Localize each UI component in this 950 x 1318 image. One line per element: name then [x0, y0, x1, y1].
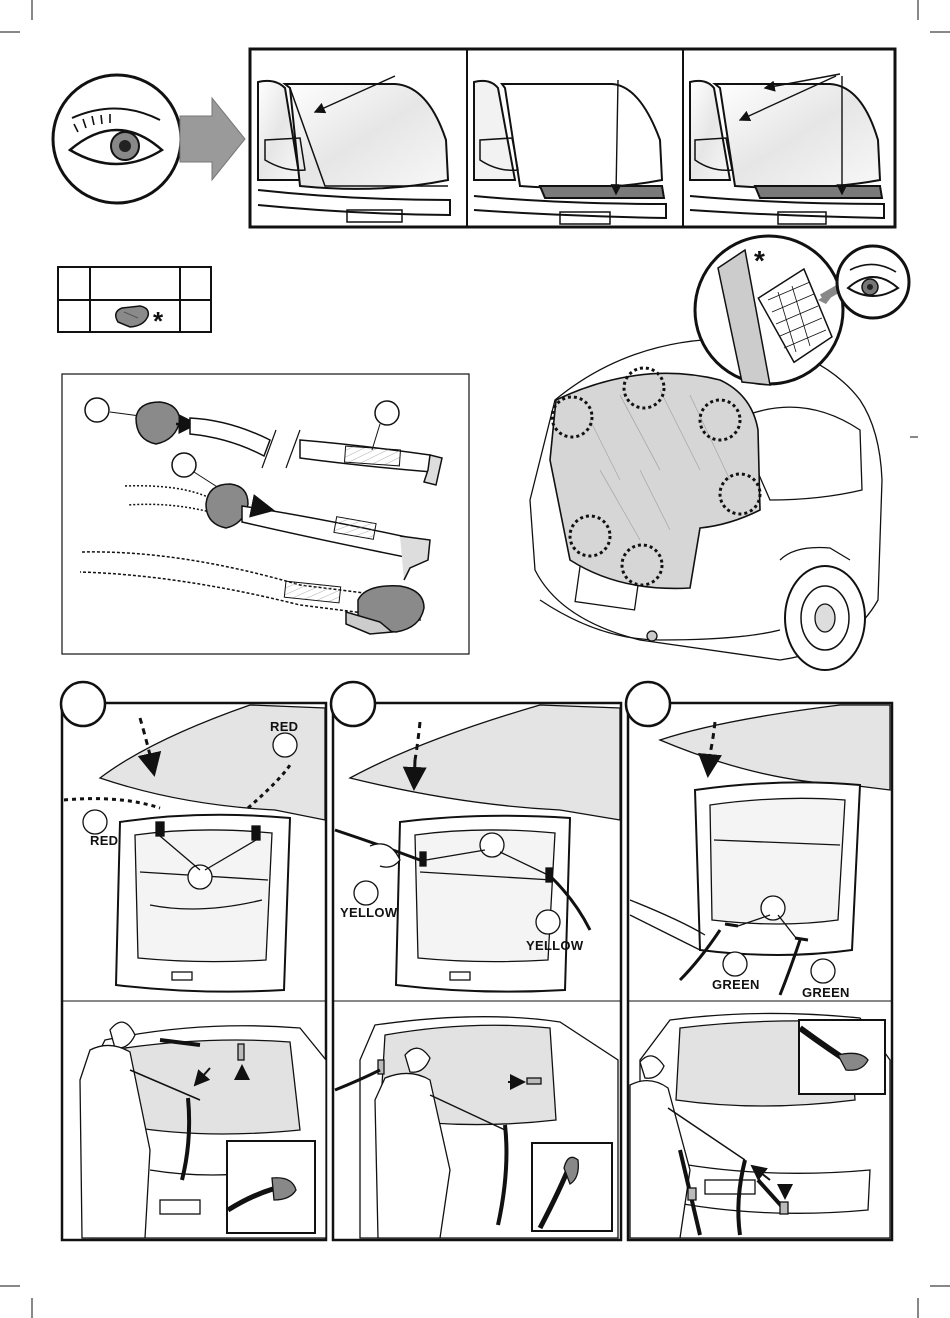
fastener-icon: [116, 306, 149, 327]
asterisk-icon: *: [153, 306, 164, 336]
hook-clip-icon: [136, 402, 180, 444]
inspect-eye-icon: [53, 75, 181, 203]
label-green-right: GREEN: [802, 985, 850, 1000]
label-yellow-right: YELLOW: [526, 938, 584, 953]
label-detail-callout: [695, 236, 848, 385]
inspect-eye-small-icon: [837, 246, 909, 318]
label-yellow-left: YELLOW: [340, 905, 398, 920]
step-1-attach: [80, 1022, 326, 1238]
asterisk-icon: *: [754, 245, 765, 276]
strap-assembly-diagram: [62, 374, 469, 654]
arrow-right-icon: [180, 98, 245, 180]
label-red-top: RED: [270, 719, 298, 734]
parts-table: [58, 267, 211, 332]
label-red-left: RED: [90, 833, 118, 848]
step-3-attach: [630, 1013, 890, 1238]
label-green-left: GREEN: [712, 977, 760, 992]
step-2-attach: [335, 1017, 618, 1238]
inspection-panels: [250, 49, 895, 227]
car-cover-overview: [530, 339, 882, 670]
